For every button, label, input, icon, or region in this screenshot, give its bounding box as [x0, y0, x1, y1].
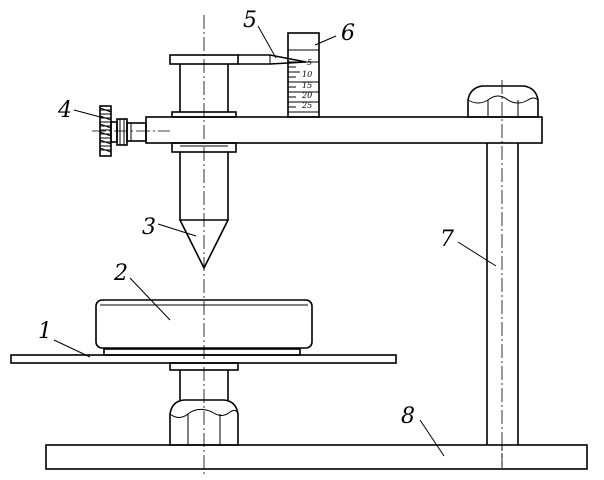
scale-tick-label: 5: [307, 58, 312, 67]
scale-tick-label: 20: [301, 91, 312, 100]
column: [486, 80, 519, 469]
pointer: [238, 54, 307, 65]
lower-stem: [169, 362, 239, 400]
specimen: [95, 299, 313, 349]
lower-nut: [169, 399, 239, 446]
horizontal-arm: [145, 116, 543, 144]
leader-line-4: [73, 109, 105, 119]
label-6: 6: [341, 21, 355, 46]
scale-ticks: [288, 61, 319, 113]
support-plate: [10, 348, 397, 364]
leader-line-3: [157, 223, 197, 237]
label-5: 5: [243, 8, 257, 33]
leader-line-2: [129, 277, 171, 321]
leader-line-7: [457, 241, 497, 267]
label-2: 2: [113, 261, 128, 286]
label-3: 3: [142, 215, 156, 240]
label-7: 7: [440, 227, 454, 252]
column-top-nut: [467, 85, 539, 118]
base-plate: [45, 444, 588, 470]
leader-line-5: [257, 25, 277, 59]
label-8: 8: [401, 404, 415, 429]
leader-line-8: [419, 419, 445, 457]
upper-sleeve: [179, 64, 229, 112]
label-4: 4: [57, 98, 72, 123]
adjustment-knob: [92, 105, 170, 157]
scale: 5 10 15 20 25: [287, 32, 320, 118]
label-1: 1: [38, 319, 52, 344]
leader-line-6: [314, 35, 337, 46]
scale-tick-label: 15: [302, 81, 312, 90]
leader-line-1: [53, 339, 91, 358]
scale-tick-label: 25: [301, 101, 312, 110]
scale-tick-label: 10: [302, 70, 312, 79]
